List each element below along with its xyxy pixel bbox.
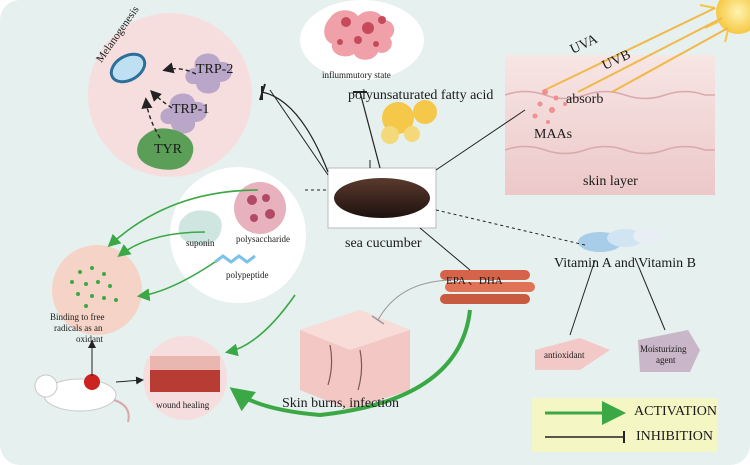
fatty-acid-droplets: [381, 100, 437, 144]
tyr-label: TYR: [154, 142, 182, 157]
antioxidant-label: antioxidant: [544, 350, 585, 360]
inhibition-arrow-melanogenesis: [261, 86, 329, 173]
maas-dots: [532, 89, 567, 124]
sea-cucumber-label: sea cucumber: [345, 236, 422, 251]
skin-burns-label: Skin burns, infection: [282, 396, 400, 411]
activation-arrows: [107, 189, 472, 418]
radicals-label-1: Binding to free: [50, 312, 105, 322]
inflammatory-state-label: inflummutory state: [322, 70, 391, 80]
polysaccharide-label: polysaccharide: [236, 234, 290, 244]
wound-healing-circle: [143, 336, 227, 420]
moisturizing-label-2: agent: [656, 355, 676, 365]
skin-layer-label: skin layer: [583, 174, 638, 189]
legend-inhibition-label: INHIBITION: [636, 429, 713, 444]
legend-activation-label: ACTIVATION: [634, 404, 717, 419]
trp2-label: TRP-2: [196, 62, 234, 77]
polypeptide-label: polypeptide: [226, 270, 269, 280]
wound-healing-label: wound healing: [156, 400, 210, 410]
absorb-label: absorb: [566, 92, 604, 107]
sea-cucumber-icon: [327, 167, 437, 229]
radicals-label-2: radicals as an: [54, 323, 103, 333]
mouse-icon: [34, 374, 130, 423]
moisturizing-badge: [638, 330, 700, 372]
skin-burns-icon: [300, 310, 410, 410]
connector-lines: [259, 83, 666, 336]
inhibition-arrow-epa: [371, 279, 456, 325]
melanogenesis-circle: [88, 13, 252, 177]
inhibition-arrow-inflammation: [353, 91, 381, 169]
uv-rays: [544, 7, 729, 93]
mouse-arrows: [88, 340, 144, 385]
moisturizing-label-1: Moisturizing: [640, 344, 687, 354]
epa-dha-label: EPA 、DHA: [446, 275, 503, 287]
maas-label: MAAs: [534, 127, 573, 142]
fatty-acid-label: polyunsaturated fatty acid: [348, 88, 494, 103]
radicals-label-3: oxidant: [76, 334, 103, 344]
vitamin-cloud-icon: [578, 228, 663, 252]
sun-icon: [699, 0, 750, 43]
inflammation-circle: [300, 0, 424, 80]
antioxidant-badge: [535, 338, 610, 370]
trp1-label: TRP-1: [172, 102, 210, 117]
epa-dha-tubes: [440, 270, 535, 304]
radicals-circle: [52, 245, 142, 335]
legend-box: [532, 398, 718, 452]
suponin-label: suponin: [186, 238, 215, 248]
skin-layer-block: [504, 55, 715, 195]
vitamins-label: Vitamin A and Vitamin B: [554, 256, 696, 271]
